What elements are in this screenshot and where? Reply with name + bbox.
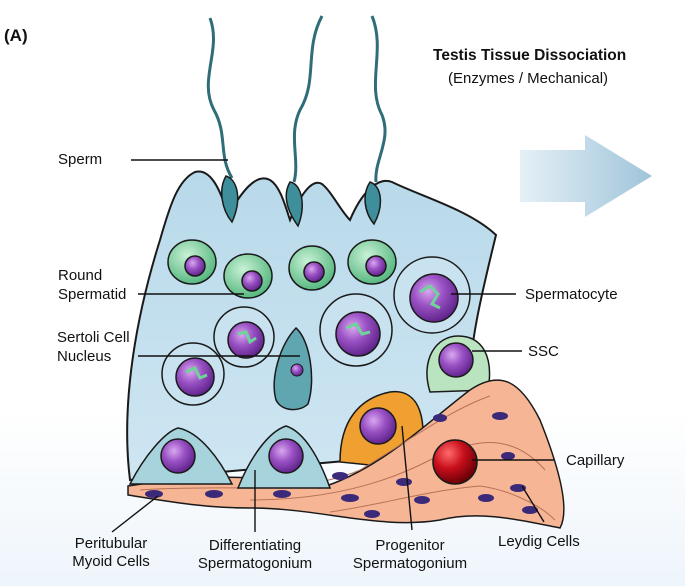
capillary-vessel <box>432 439 478 485</box>
label-sertoli-line2: Nucleus <box>57 348 112 365</box>
label-ssc: SSC <box>528 343 559 360</box>
label-differentiating-line1: Differentiating <box>208 537 302 554</box>
diagram-title: Testis Tissue Dissociation <box>433 47 627 64</box>
label-differentiating-line2: Spermatogonium <box>197 555 313 572</box>
myoid-fibres <box>139 395 556 521</box>
label-progenitor-line2: Spermatogonium <box>352 555 468 572</box>
leader-lines <box>111 159 554 533</box>
sperm-tails <box>206 15 387 183</box>
diagram-subtitle: (Enzymes / Mechanical) <box>448 70 609 87</box>
label-leydig: Leydig Cells <box>498 533 580 550</box>
label-peritubular-line2: Myoid Cells <box>72 553 150 570</box>
label-capillary: Capillary <box>566 452 625 469</box>
panel-label: (A) <box>4 26 28 45</box>
sperm-heads <box>220 175 382 228</box>
differentiating-spermatogonia <box>128 425 332 489</box>
label-spermatocyte: Spermatocyte <box>525 286 618 303</box>
label-peritubular-line1: Peritubular <box>74 535 148 552</box>
label-round-spermatid-line1: Round <box>58 267 103 284</box>
ssc-cell <box>426 335 491 393</box>
label-round-spermatid-line2: Spermatid <box>58 286 127 303</box>
round-spermatids <box>167 239 397 299</box>
label-sertoli-line1: Sertoli Cell <box>57 329 130 346</box>
label-sperm: Sperm <box>58 151 103 168</box>
label-progenitor-line1: Progenitor <box>375 537 445 554</box>
spermatocytes <box>161 256 471 406</box>
process-arrow-icon <box>520 135 652 217</box>
